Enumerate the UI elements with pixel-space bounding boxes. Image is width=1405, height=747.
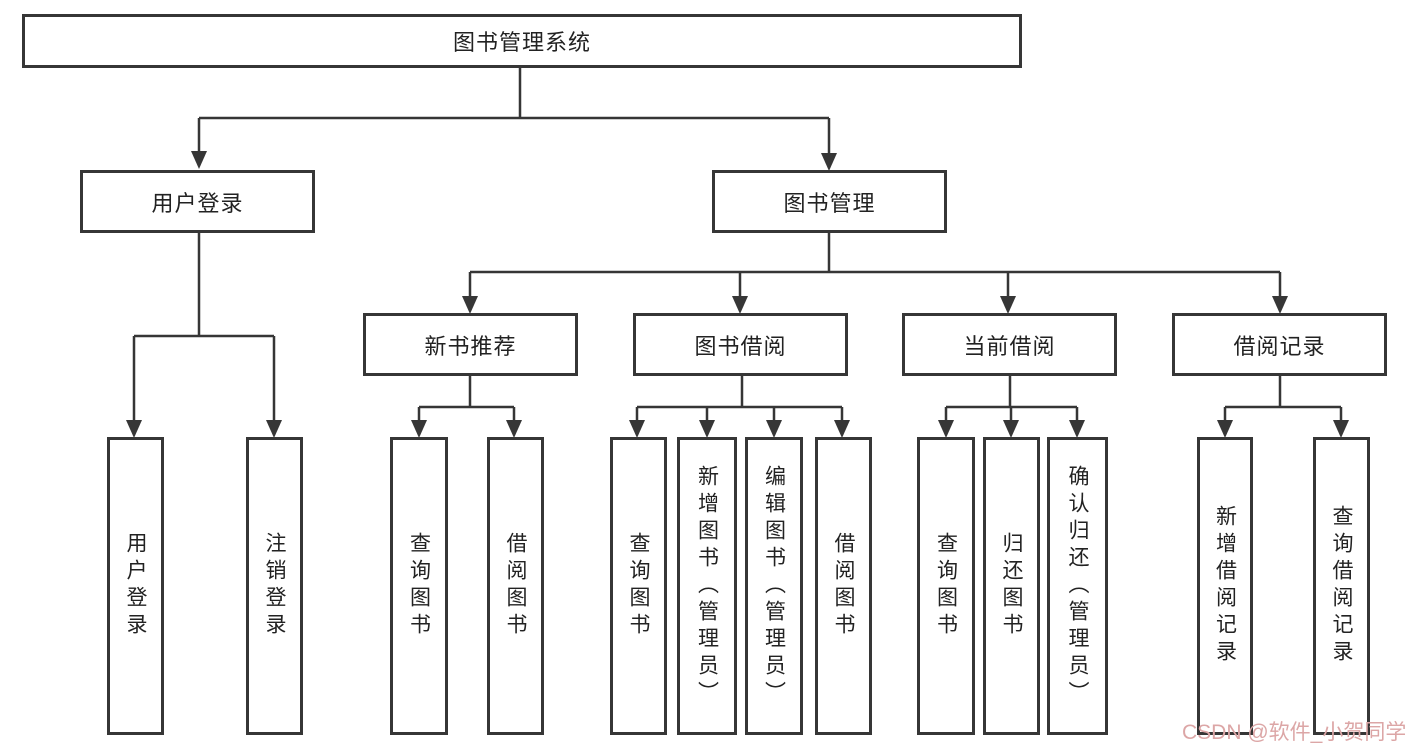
- leaf-label: 新增借阅记录: [1213, 505, 1237, 667]
- leaf-label: 注销登录: [263, 532, 286, 640]
- leaf-label: 编辑图书（管理员）: [762, 464, 786, 708]
- leaf-label: 借阅图书: [832, 532, 855, 640]
- node-book-borrowing: 图书借阅: [633, 313, 848, 376]
- node-current-borrowing: 当前借阅: [902, 313, 1117, 376]
- node-label: 图书管理系统: [452, 30, 591, 55]
- node-label: 借阅记录: [1233, 333, 1326, 359]
- node-user-login: 用户登录: [80, 170, 315, 233]
- node-library-management-system: 图书管理系统: [22, 14, 1022, 68]
- leaf-add-borrow-record: 新增借阅记录: [1197, 437, 1253, 735]
- leaf-label: 新增图书（管理员）: [695, 464, 719, 708]
- node-label: 当前借阅: [963, 333, 1056, 359]
- leaf-logout: 注销登录: [246, 437, 303, 735]
- leaf-edit-books-admin: 编辑图书（管理员）: [745, 437, 803, 735]
- leaf-borrow-books-recommend: 借阅图书: [487, 437, 544, 735]
- leaf-confirm-return-admin: 确认归还（管理员）: [1047, 437, 1108, 735]
- leaf-borrow-books: 借阅图书: [815, 437, 872, 735]
- leaf-label: 查询图书: [934, 532, 958, 640]
- arrowhead-group: [126, 151, 1349, 438]
- leaf-user-login: 用户登录: [107, 437, 164, 735]
- leaf-label: 查询图书: [627, 532, 650, 640]
- leaf-label: 查询图书: [407, 532, 431, 640]
- node-label: 新书推荐: [424, 333, 517, 359]
- node-label: 用户登录: [151, 190, 244, 216]
- leaf-label: 查询借阅记录: [1330, 505, 1353, 667]
- leaf-return-books: 归还图书: [983, 437, 1040, 735]
- node-new-book-recommendation: 新书推荐: [363, 313, 578, 376]
- node-book-management: 图书管理: [712, 170, 947, 233]
- csdn-watermark: CSDN @软件_小贺同学: [1182, 721, 1405, 744]
- leaf-add-books-admin: 新增图书（管理员）: [677, 437, 737, 735]
- leaf-label: 用户登录: [124, 532, 147, 640]
- leaf-query-books-recommend: 查询图书: [390, 437, 448, 735]
- leaf-query-borrow-record: 查询借阅记录: [1313, 437, 1370, 735]
- leaf-query-books-borrowing: 查询图书: [610, 437, 667, 735]
- node-borrowing-records: 借阅记录: [1172, 313, 1387, 376]
- leaf-query-books-current: 查询图书: [917, 437, 975, 735]
- leaf-label: 借阅图书: [504, 532, 527, 640]
- leaf-label: 确认归还（管理员）: [1066, 464, 1089, 708]
- node-label: 图书管理: [783, 190, 876, 216]
- leaf-label: 归还图书: [1000, 532, 1023, 640]
- node-label: 图书借阅: [694, 333, 787, 359]
